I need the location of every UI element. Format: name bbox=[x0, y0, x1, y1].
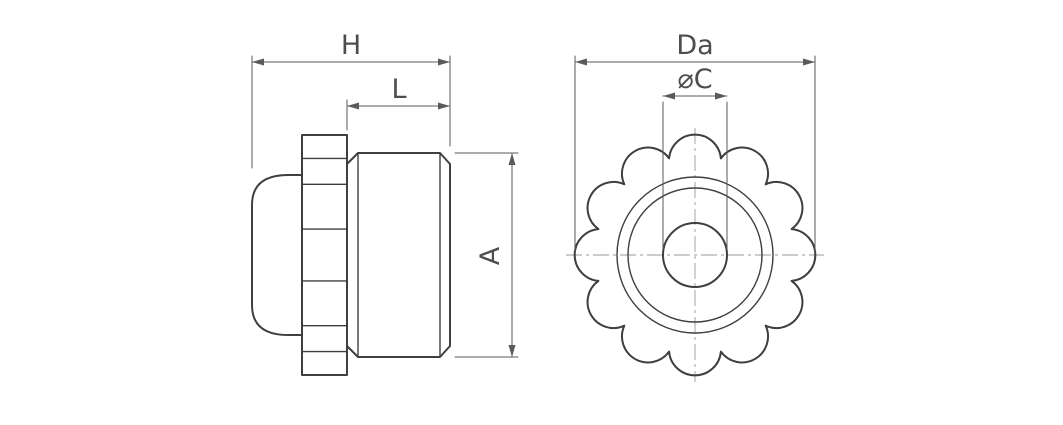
side-view bbox=[251, 134, 451, 376]
dimension-c: ⌀C bbox=[662, 64, 728, 249]
side-view-flange-outline bbox=[301, 134, 348, 376]
side-view-cap-outline bbox=[251, 174, 303, 336]
dimension-a: A bbox=[454, 152, 519, 358]
dimension-c-label: ⌀C bbox=[677, 64, 712, 95]
dimension-l: L bbox=[346, 74, 451, 131]
side-view-thread-outline bbox=[346, 152, 451, 358]
front-view-knurled-rim-outline bbox=[573, 133, 817, 377]
dimension-h: H bbox=[251, 30, 451, 169]
front-view-body-circle-outer bbox=[616, 176, 774, 334]
front-view-center-hole bbox=[662, 222, 728, 288]
dimension-da-label: Da bbox=[676, 30, 713, 61]
front-view-body-circle-inner bbox=[627, 187, 763, 323]
dimension-a-label: A bbox=[475, 246, 506, 265]
front-view bbox=[566, 128, 824, 382]
dimension-h-label: H bbox=[341, 30, 361, 61]
dimension-da: Da bbox=[574, 30, 816, 253]
side-view-knurl-lines bbox=[301, 157, 348, 353]
dimension-l-label: L bbox=[391, 74, 406, 105]
